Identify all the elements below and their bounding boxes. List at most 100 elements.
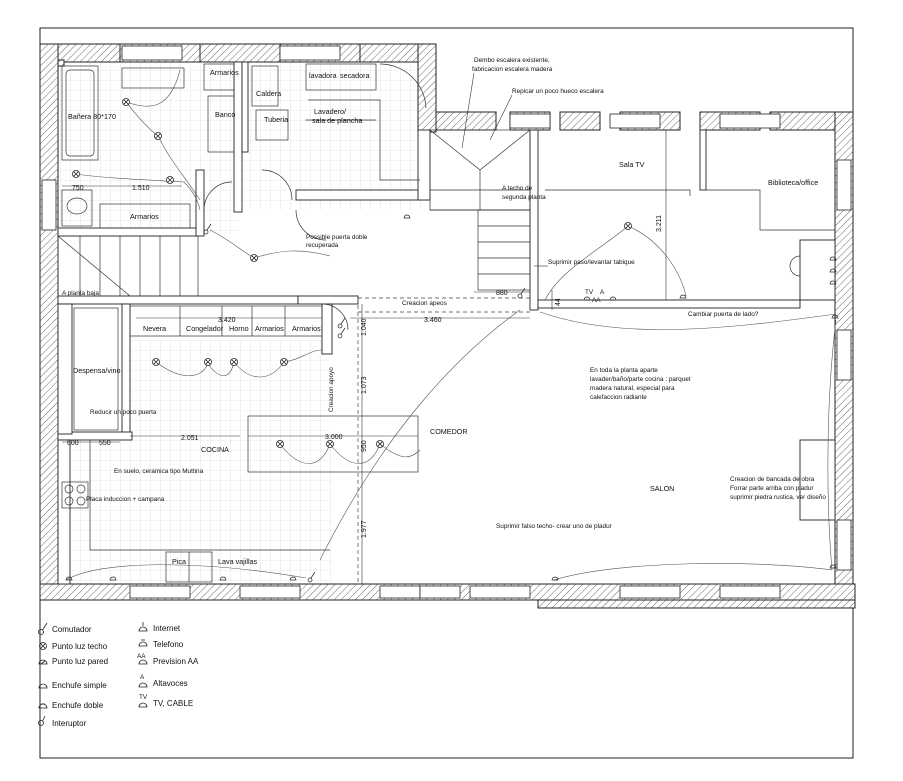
note-bancada-1: Creacion de bancada de obra [730,476,815,483]
dim-3000: 3.000 [325,434,343,441]
legend: Comutador Punto luz techo Punto luz pare… [38,622,199,728]
ceiling-light-icon [280,358,288,366]
note-planta-3: madera natural, especial para [590,385,675,392]
legend-tv-cable: TV, CABLE [153,699,193,708]
label-biblioteca: Biblioteca/office [768,178,818,187]
ceiling-light-icon [154,132,162,140]
note-planta-4: calefaccion radiante [590,394,647,401]
outlet-icon [829,268,837,273]
ceiling-light-icon [230,358,238,366]
dim-750: 750 [72,185,84,192]
label-banco: Banco [215,110,235,119]
dimension-lines [62,130,667,584]
legend-telefono: Telefono [153,640,184,649]
note-creacion-apeos: Creacion apeos [402,300,447,307]
ceiling-light-icon [326,440,334,448]
note-puerta-doble-2: recuperada [306,242,339,249]
ceiling-light-icon [152,358,160,366]
ceiling-light-icon [204,358,212,366]
note-bancada-3: suprimir piedra rustica, ver diseño [730,494,826,501]
interruptor-icon [38,715,46,726]
dashed-guides [357,297,530,584]
bathroom-fixtures [61,63,235,229]
interior-walls [57,61,836,585]
note-suprimir-paso: Suprimir paso/levantar tabique [548,259,635,266]
note-puerta-doble-1: Possible puerta doble [306,234,368,241]
label-horno: Horno [229,324,249,333]
label-lavadero: Lavadero/ [314,107,346,116]
legend-prevision-aa: Prevision AA [153,657,199,666]
dim-1040: 1.040 [361,318,368,336]
note-reducir: Reducir un poco puerta [90,409,157,416]
switches-outlets [65,214,839,583]
kitchen-fixtures [61,305,419,583]
label-armarios-k1: Armarios [255,324,284,333]
dim-3420: 3.420 [218,317,236,324]
note-escalera-1: Dembo escalera existente, [474,57,550,64]
dim-1510: 1.510 [132,185,150,192]
note-suelo: En suelo, ceramica tipo Muttina [114,468,204,475]
legend-tv-symbol: TV [139,694,148,701]
legend-comutador: Comutador [52,625,92,634]
single-outlet-icon [38,683,48,689]
label-plancha: sala de plancha [312,116,362,125]
ceiling-light-icon [122,98,130,106]
label-sala-tv: Sala TV [619,160,645,169]
ceiling-light-icon [376,440,384,448]
note-falso-techo: Suprimir falso techo- crear uno de pladu… [496,523,613,530]
ceiling-light-icon [276,440,284,448]
note-escalera-2: fabricacion escalera madera [472,66,553,73]
note-cambiar-puerta: Cambiar puerta de lado? [688,311,759,318]
label-armarios-bano: Armarios [130,212,159,221]
outlet-icon [65,576,73,581]
outlet-icon [829,256,837,261]
room-labels: Bañera 80*170 Armarios Banco Armarios Ca… [68,68,818,566]
note-repicar: Repicar un poco hueco escalera [512,88,604,95]
outlet-icon [829,564,837,569]
ceiling-light-points [72,98,632,448]
label-nevera: Nevera [143,324,166,333]
note-placa: Placa induccion + campana [86,496,165,503]
switch-icon [337,317,346,329]
ceiling-light-icon [166,176,174,184]
outlet-icon [829,280,837,285]
note-creacion-apoyo: Creacion apoyo [328,367,335,412]
label-pica: Pica [172,557,186,566]
legend-punto-techo: Punto luz techo [52,642,108,651]
dim-1073: 1.073 [361,376,368,394]
plan-aa-symbol: AA [592,297,601,304]
ceiling-light-icon [624,222,632,230]
wall-light-icon [38,659,48,665]
dim-1977: 1.977 [361,520,368,538]
switch-icon [307,571,316,583]
dimension-labels: 750 1.510 880 44 3.211 3.420 3.460 1.040… [67,185,663,538]
label-lavavajillas: Lava vajillas [218,557,258,566]
legend-enchufe-simple: Enchufe simple [52,681,107,690]
dim-3460: 3.460 [424,317,442,324]
note-techo-1: A techo de [502,185,533,192]
note-planta-1: En toda la planta aparte [590,367,658,374]
label-comedor: COMEDOR [430,427,468,436]
tv-cable-icon [138,702,148,708]
label-secadora: secadora [340,71,370,80]
legend-interruptor: Interuptor [52,719,87,728]
ceiling-light-icon [39,642,47,650]
prevision-aa-icon [138,659,148,665]
outlet-icon [289,576,297,581]
wiring [65,69,837,581]
outlet-icon [583,296,591,301]
office-details [545,189,835,277]
legend-a-symbol: A [140,674,145,681]
ceiling-light-icon [72,170,80,178]
plan-tv-symbol: TV [585,289,594,296]
laundry-fixtures [251,63,420,181]
annotations: Dembo escalera existente, fabricacion es… [62,57,826,530]
switch-icon [38,622,48,635]
legend-aa-symbol: AA [137,653,146,660]
label-salon: SALON [650,484,674,493]
label-despensa: Despensa/vino [73,366,121,375]
outlet-icon [403,214,411,219]
double-outlet-icon [38,703,48,709]
outlet-icon [109,576,117,581]
